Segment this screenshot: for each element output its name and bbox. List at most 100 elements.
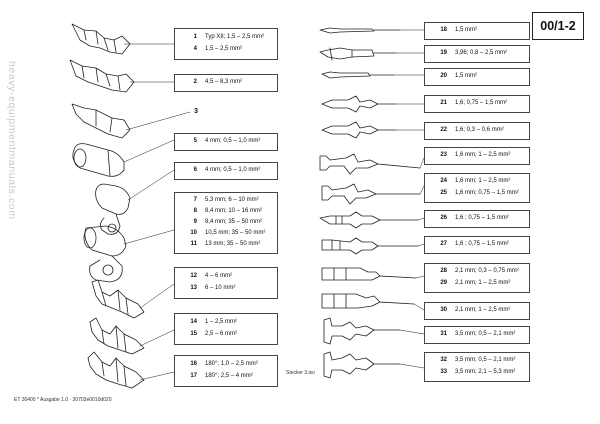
item-number: 25 [440, 190, 447, 196]
callout-row: 32 3,5 mm; 0,5 – 2,1 mm² [425, 355, 529, 366]
item-number: 28 [440, 268, 447, 274]
item-number: 27 [440, 241, 447, 247]
callout-row: 17 180°; 2,5 – 4 mm² [175, 371, 277, 382]
item-spec: 1,6 mm; 1 – 2,5 mm² [455, 178, 511, 184]
callout-box-31: 31 3,5 mm; 0,5 – 2,1 mm² [424, 326, 530, 344]
item-spec: 5,3 mm; 6 – 10 mm² [205, 197, 259, 203]
item-number: 22 [440, 127, 447, 133]
item-spec: 10,5 mm; 35 – 50 mm² [205, 230, 266, 236]
item-spec: 180°; 2,5 – 4 mm² [205, 373, 253, 379]
left-leader-lines [123, 43, 191, 381]
pin-19-drawing [319, 47, 397, 61]
callout-row: 24 1,6 mm; 1 – 2,5 mm² [425, 176, 529, 187]
item-spec: 2,1 mm; 1 – 2,5 mm² [455, 307, 511, 313]
item-spec: 1,6; 0,75 – 1,5 mm² [455, 100, 508, 106]
pin-26-drawing [319, 211, 419, 229]
callout-row: 12 4 – 6 mm² [175, 271, 277, 282]
callout-box-20: 20 1,5 mm² [424, 68, 530, 86]
footer-reference: ET 30400 * Ausgabe 1.0 · 30703e0010d020 [14, 397, 112, 403]
callout-box-24-25: 24 1,6 mm; 1 – 2,5 mm² 25 1,6 mm; 0,75 – 1… [424, 173, 530, 203]
terminal-3-drawing [71, 103, 131, 139]
item-spec: 1,6 ; 0,75 – 1,5 mm² [455, 215, 509, 221]
receptacle-31-drawing [323, 317, 401, 345]
pin-27-drawing [321, 237, 419, 255]
terminal-16-17-drawing [87, 351, 145, 389]
callout-row: 7 5,3 mm; 6 – 10 mm² [175, 195, 277, 206]
item-spec: 2,5 – 6 mm² [205, 331, 238, 337]
right-leader-lines [393, 29, 425, 369]
item-spec: 1,6 mm; 1 – 2,5 mm² [455, 152, 511, 158]
item-number: 4 [193, 46, 197, 52]
terminal-2-drawing [69, 59, 135, 93]
item-spec: 8,4 mm; 10 – 16 mm² [205, 208, 263, 214]
item-number: 18 [440, 27, 447, 33]
callout-row: 11 13 mm; 35 – 50 mm² [175, 239, 277, 250]
item-number: 16 [190, 361, 197, 367]
item-number: 1 [193, 34, 197, 40]
item-number: 29 [440, 280, 447, 286]
item-spec: 2,1 mm; 0,3 – 0,75 mm² [455, 268, 519, 274]
callout-box-19: 19 3,96; 0,8 – 2,5 mm² [424, 45, 530, 63]
callout-row: 22 1,6; 0,3 – 0,6 mm² [425, 125, 529, 136]
item-spec: 4 mm; 0,5 – 1,0 mm² [205, 138, 261, 144]
item-number: 10 [190, 230, 197, 236]
item-spec: 3,5 mm; 0,5 – 2,1 mm² [455, 357, 516, 363]
terminal-12-13-drawing [91, 279, 145, 319]
item-number: 31 [440, 331, 447, 337]
item-spec: 1,5 mm² [455, 73, 478, 79]
item-spec: 8,4 mm; 35 – 50 mm² [205, 219, 263, 225]
item-number: 33 [440, 369, 447, 375]
item-spec: 1,6; 0,3 – 0,6 mm² [455, 127, 504, 133]
pin-18-drawing [319, 27, 401, 34]
terminal-14-15-drawing [89, 317, 145, 355]
item-number: 24 [440, 178, 447, 184]
item-spec: 3,96; 0,8 – 2,5 mm² [455, 50, 508, 56]
item-number: 26 [440, 215, 447, 221]
item-spec: 180°; 1,0 – 2,5 mm² [205, 361, 258, 367]
callout-box-26: 26 1,6 ; 0,75 – 1,5 mm² [424, 210, 530, 228]
item-spec: 4 – 6 mm² [205, 273, 233, 279]
item-number: 32 [440, 357, 447, 363]
item-spec: 1,5 – 2,5 mm² [205, 46, 243, 52]
item-number: 19 [440, 50, 447, 56]
pin-20-drawing [321, 71, 395, 79]
item-number: 11 [190, 241, 197, 247]
drawing-file-note: Stecker 3.iso [286, 370, 315, 376]
item-number: 7 [193, 197, 197, 203]
callout-row: 25 1,6 mm; 0,75 – 1,5 mm² [425, 188, 529, 199]
terminal-7-11-drawing [83, 225, 127, 283]
item-spec: 4 mm; 0,5 – 1,0 mm² [205, 167, 261, 173]
item-number: 17 [190, 373, 197, 379]
callout-row: 4 1,5 – 2,5 mm² [175, 44, 277, 55]
item-number: 12 [190, 273, 197, 279]
callout-row: 5 4 mm; 0,5 – 1,0 mm² [175, 136, 277, 147]
item-number: 5 [193, 138, 197, 144]
item-spec: 3,5 mm; 0,5 – 2,1 mm² [455, 331, 516, 337]
item-spec: 1,6 mm; 0,75 – 1,5 mm² [455, 190, 519, 196]
item-spec: 13 mm; 35 – 50 mm² [205, 241, 261, 247]
receptacle-28-29-drawing [321, 267, 417, 281]
pin-22-drawing [321, 121, 397, 139]
item-number: 20 [440, 73, 447, 79]
